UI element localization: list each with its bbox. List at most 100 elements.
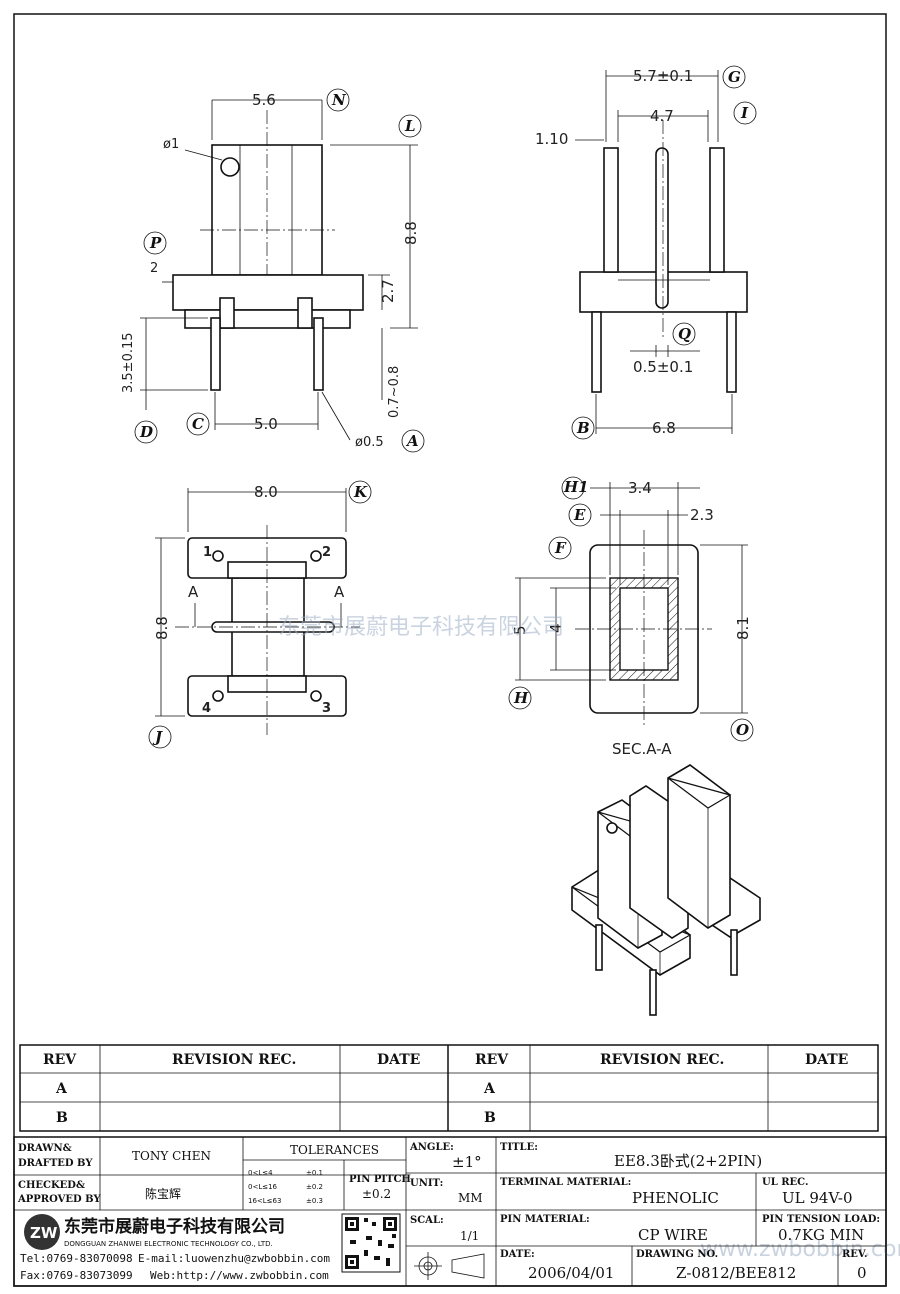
- scale-label: SCAL:: [410, 1215, 444, 1226]
- dim-h-outer: 5: [511, 625, 529, 635]
- unit-label: UNIT:: [410, 1178, 443, 1189]
- label-d: D: [134, 420, 158, 444]
- label-e: E: [568, 503, 592, 527]
- label-p: P: [143, 231, 167, 255]
- revision-rec-header-right: REVISION REC.: [600, 1052, 724, 1068]
- side-mid-flange: [655, 147, 669, 309]
- title-block: DRAWN& DRAFTED BY TONY CHEN CHECKED& APP…: [13, 1136, 887, 1287]
- drawing-no-value: Z-0812/BEE812: [676, 1264, 796, 1282]
- label-l: L: [398, 114, 422, 138]
- svg-text:Q: Q: [678, 325, 691, 343]
- dim-outer: 5.7±0.1: [633, 67, 693, 85]
- date-header-left: DATE: [377, 1052, 420, 1068]
- drawn-value: TONY CHEN: [132, 1149, 211, 1163]
- sheet-border: [13, 13, 887, 1287]
- svg-text:O: O: [736, 721, 749, 739]
- dim-h-inner: 4: [547, 623, 565, 633]
- side-pin-left: [591, 311, 602, 393]
- rev-row-a-left: A: [55, 1081, 68, 1097]
- label-j: J: [148, 725, 172, 749]
- pin-pitch-label: PIN PITCH: [349, 1174, 411, 1185]
- svg-text:A: A: [405, 432, 419, 450]
- pin-material-label: PIN MATERIAL:: [500, 1214, 590, 1225]
- ul-rec-value: UL 94V-0: [782, 1189, 853, 1207]
- svg-text:H1: H1: [563, 478, 589, 496]
- dim-step: 2: [150, 261, 158, 276]
- angle-label: ANGLE:: [409, 1142, 454, 1153]
- svg-text:H: H: [513, 689, 529, 707]
- dim-total-h: 8.1: [734, 616, 752, 640]
- label-h1: H1: [561, 476, 589, 500]
- terminal-material-value: PHENOLIC: [632, 1189, 719, 1207]
- section-mark-right: A: [334, 583, 345, 601]
- projection-symbol: [414, 1252, 485, 1280]
- dim-pin-len: 3.5±0.15: [121, 332, 136, 393]
- ul-rec-label: UL REC.: [762, 1177, 808, 1188]
- angle-value: ±1°: [452, 1153, 482, 1171]
- label-h: H: [508, 686, 532, 710]
- label-f: F: [548, 536, 572, 560]
- front-view: 5.6 ø1 8.8 2.7 0.7~0.8 3.5±0.15 2 5.0 ø0…: [121, 88, 425, 453]
- dim-base: 6.8: [652, 419, 676, 437]
- tol-value-2: ±0.2: [306, 1183, 323, 1191]
- svg-text:ZW: ZW: [30, 1224, 58, 1242]
- dim-stub: 0.7~0.8: [387, 366, 402, 418]
- front-flange: [172, 274, 364, 311]
- svg-text:E: E: [573, 506, 586, 524]
- title-label: TITLE:: [500, 1142, 538, 1153]
- company-fax: Fax:0769-83073099: [20, 1269, 133, 1282]
- dim-flange-t: 1.10: [535, 130, 568, 148]
- revision-table: REV REVISION REC. DATE REV REVISION REC.…: [19, 1044, 879, 1132]
- terminal-material-label: TERMINAL MATERIAL:: [500, 1177, 631, 1188]
- pin-pitch-value: ±0.2: [362, 1187, 391, 1201]
- watermark-url: www.zwbobbin.com: [700, 1237, 900, 1262]
- section-title: SEC.A-A: [612, 740, 672, 758]
- qr-code: [341, 1213, 401, 1273]
- pin-number-2: 2: [322, 545, 331, 560]
- watermark: 东莞市展蔚电子科技有限公司: [278, 615, 564, 640]
- label-q: Q: [672, 322, 696, 346]
- drawing-no-label: DRAWING NO.: [636, 1249, 718, 1260]
- label-b: B: [571, 416, 595, 440]
- svg-text:D: D: [139, 423, 153, 441]
- pin-number-3: 3: [322, 701, 331, 716]
- checked-value: 陈宝辉: [145, 1186, 181, 1201]
- section-view: 3.4 2.3 5 4 8.1 SEC.A-A H1 E F H O: [508, 476, 754, 758]
- svg-text:C: C: [192, 415, 204, 433]
- tol-value-1: ±0.1: [306, 1169, 323, 1177]
- checked-label-2: APPROVED BY: [17, 1194, 101, 1205]
- dim-mid-t: 0.5±0.1: [633, 358, 693, 376]
- company-email: E-mail:luowenzhu@zwbobbin.com: [138, 1252, 330, 1265]
- drawn-label-2: DRAFTED BY: [18, 1158, 93, 1169]
- scale-value: 1/1: [460, 1229, 479, 1243]
- label-a: A: [401, 429, 425, 453]
- front-pin-right: [313, 317, 324, 391]
- dim-w-inner: 2.3: [690, 506, 714, 524]
- dim-w-outer: 3.4: [628, 479, 652, 497]
- tol-range-1: 0<L≤4: [248, 1169, 273, 1177]
- svg-text:F: F: [554, 539, 567, 557]
- front-pin-left: [210, 317, 221, 391]
- side-pin-right: [726, 311, 737, 393]
- date-header-right: DATE: [805, 1052, 848, 1068]
- tol-range-3: 16<L≤63: [248, 1197, 281, 1205]
- tol-range-2: 0<L≤16: [248, 1183, 278, 1191]
- revision-rec-header-left: REVISION REC.: [172, 1052, 296, 1068]
- tolerances-label: TOLERANCES: [290, 1143, 379, 1157]
- label-n: N: [326, 88, 350, 112]
- svg-text:P: P: [149, 234, 162, 252]
- date-value: 2006/04/01: [528, 1264, 614, 1282]
- pin-tension-label: PIN TENSION LOAD:: [762, 1214, 880, 1225]
- company-tel: Tel:0769-83070098: [20, 1252, 133, 1265]
- rev-row-b-right: B: [484, 1110, 496, 1126]
- svg-text:I: I: [740, 104, 749, 122]
- rev-value: 0: [857, 1264, 867, 1282]
- svg-text:J: J: [152, 728, 163, 746]
- title-value: EE8.3卧式(2+2PIN): [614, 1152, 762, 1170]
- dim-hole: ø1: [163, 137, 179, 152]
- company-name-en: DONGGUAN ZHANWEI ELECTRONIC TECHNOLOGY C…: [64, 1240, 273, 1248]
- isometric-view: [571, 764, 761, 1016]
- label-o: O: [730, 718, 754, 742]
- company-logo: ZW: [24, 1214, 60, 1250]
